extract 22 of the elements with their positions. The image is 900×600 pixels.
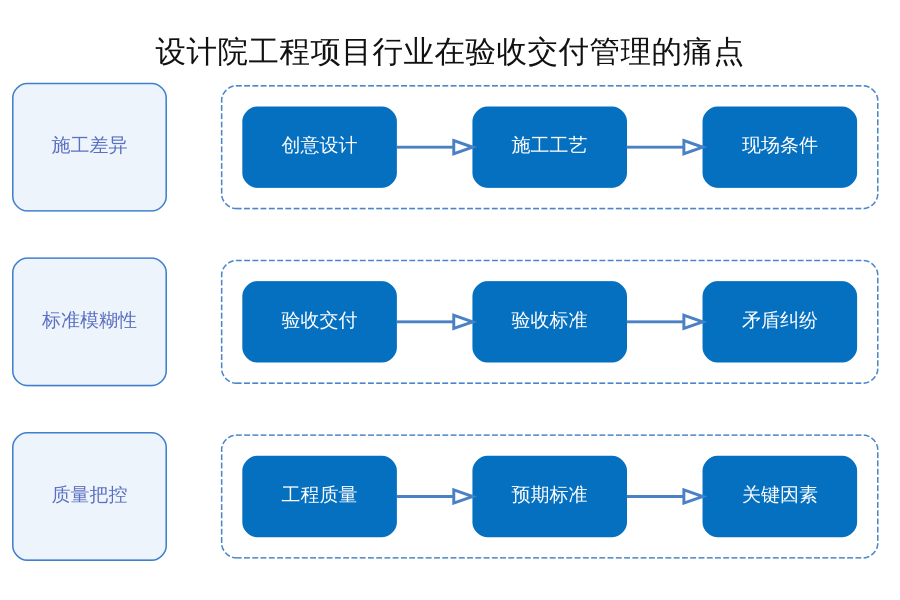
node-box: 现场条件 [702, 106, 858, 188]
arrow [626, 488, 708, 506]
node-box: 创意设计 [242, 106, 397, 188]
node-box: 施工工艺 [472, 106, 627, 188]
node-box: 施工差异 [12, 82, 167, 212]
node-box: 矛盾纠纷 [702, 281, 858, 363]
node-box: 关键因素 [702, 456, 858, 538]
cluster [220, 434, 879, 559]
cluster [220, 85, 879, 210]
arrow [626, 138, 708, 156]
arrow [396, 313, 478, 331]
node-box: 预期标准 [472, 456, 627, 538]
node-box: 验收标准 [472, 281, 627, 363]
diagram-title: 设计院工程项目行业在验收交付管理的痛点 [156, 34, 744, 70]
arrow [626, 313, 708, 331]
node-box: 标准模糊性 [12, 257, 167, 386]
node-box: 质量把控 [12, 432, 167, 561]
node-box: 工程质量 [242, 456, 397, 538]
cluster [220, 260, 879, 384]
arrow [396, 488, 478, 506]
node-box: 验收交付 [242, 281, 397, 363]
arrow [396, 138, 478, 156]
